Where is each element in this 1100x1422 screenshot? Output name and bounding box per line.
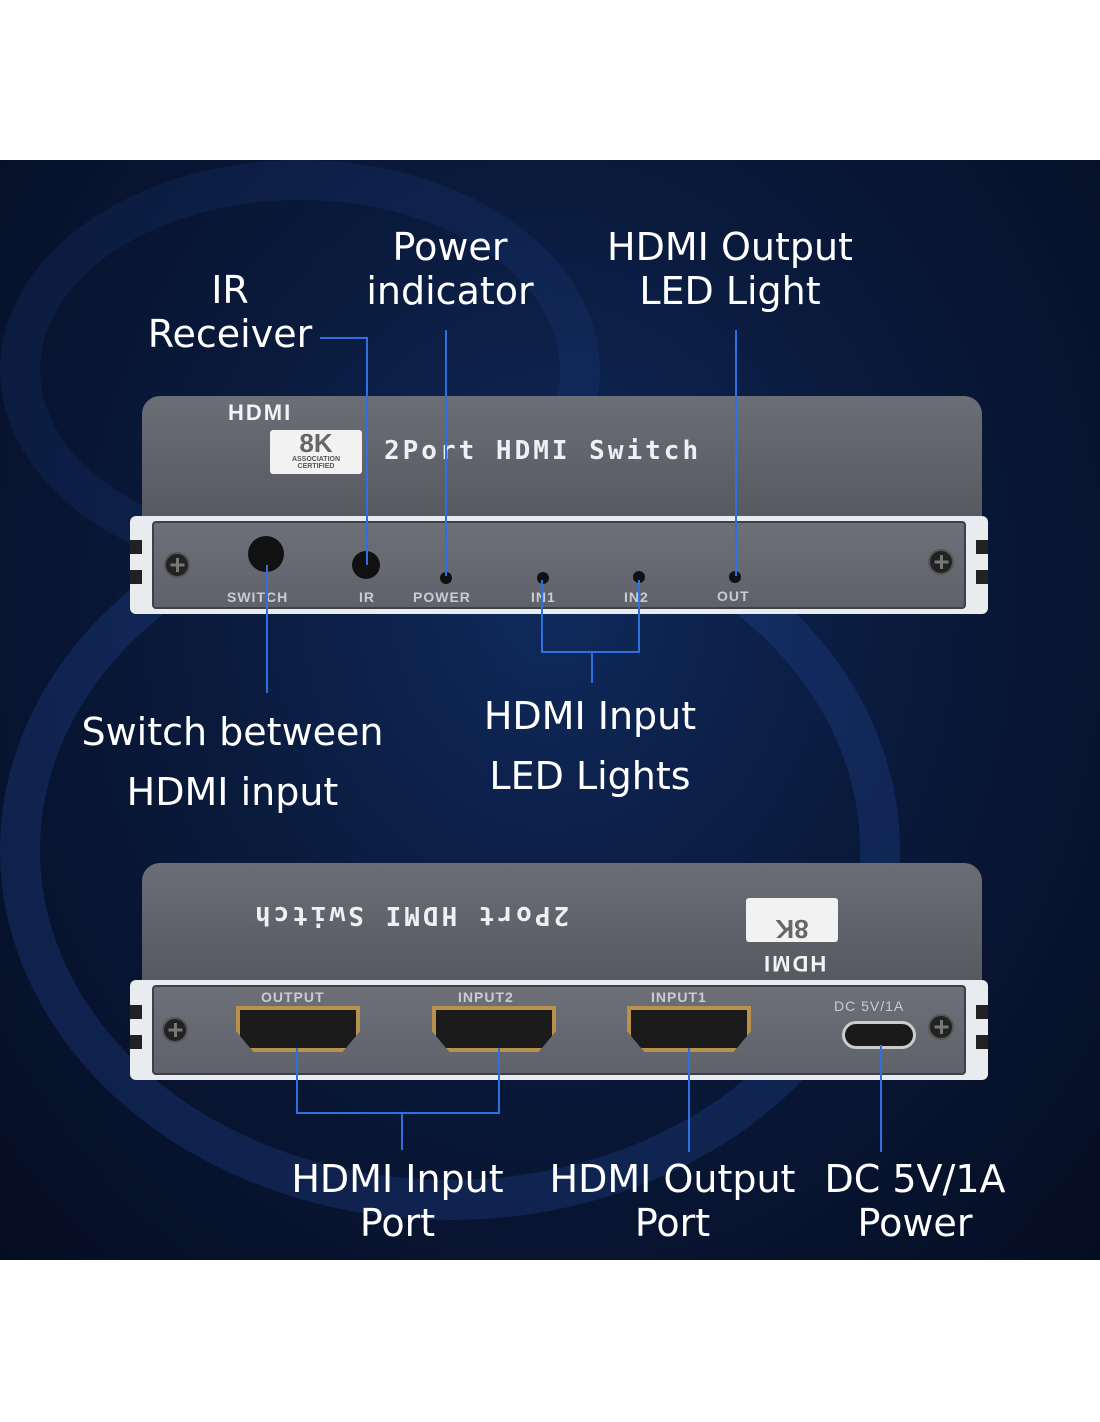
hdmi-input2-port[interactable] <box>432 1006 556 1052</box>
callout-line <box>445 330 447 576</box>
hdmi-output-port[interactable] <box>236 1006 360 1052</box>
hdmi-input1-port[interactable] <box>627 1006 751 1052</box>
out-led <box>729 571 741 583</box>
usb-c-power-port[interactable] <box>842 1021 916 1049</box>
panel-label: IN1 <box>531 589 556 605</box>
screw-icon <box>164 552 190 578</box>
callout-line <box>296 1112 500 1114</box>
callout-line <box>591 651 593 683</box>
callout-line <box>541 651 640 653</box>
screw-icon <box>928 549 954 575</box>
panel-label: OUT <box>717 588 750 604</box>
callout-line <box>296 1048 298 1114</box>
power-led <box>440 572 452 584</box>
callout-line <box>688 1048 690 1152</box>
callout-line <box>366 337 368 565</box>
device-title: 2Port HDMI Switch <box>384 436 702 466</box>
callout-line <box>401 1112 403 1150</box>
hdmi-logo: HDMI <box>762 951 827 976</box>
callout-line <box>735 330 737 576</box>
callout-line <box>638 580 640 652</box>
panel-label: POWER <box>413 589 471 605</box>
8k-badge: 8K <box>746 898 838 944</box>
panel-label: DC 5V/1A <box>834 998 905 1014</box>
panel-label: OUTPUT <box>261 989 325 1005</box>
panel-label: SWITCH <box>227 589 289 605</box>
panel-label: INPUT1 <box>651 989 707 1005</box>
screw-icon <box>928 1014 954 1040</box>
in1-led <box>537 572 549 584</box>
hdmi-logo: HDMI <box>228 400 293 425</box>
callout-line <box>320 337 368 339</box>
screw-icon <box>162 1017 188 1043</box>
callout-line <box>498 1048 500 1114</box>
callout-line <box>266 565 268 693</box>
device-title: 2Port HDMI Switch <box>252 900 570 930</box>
panel-label: IR <box>359 589 375 605</box>
panel-label: IN2 <box>624 589 649 605</box>
callout-line <box>880 1045 882 1152</box>
in2-led <box>633 571 645 583</box>
callout-line <box>541 580 543 652</box>
panel-label: INPUT2 <box>458 989 514 1005</box>
